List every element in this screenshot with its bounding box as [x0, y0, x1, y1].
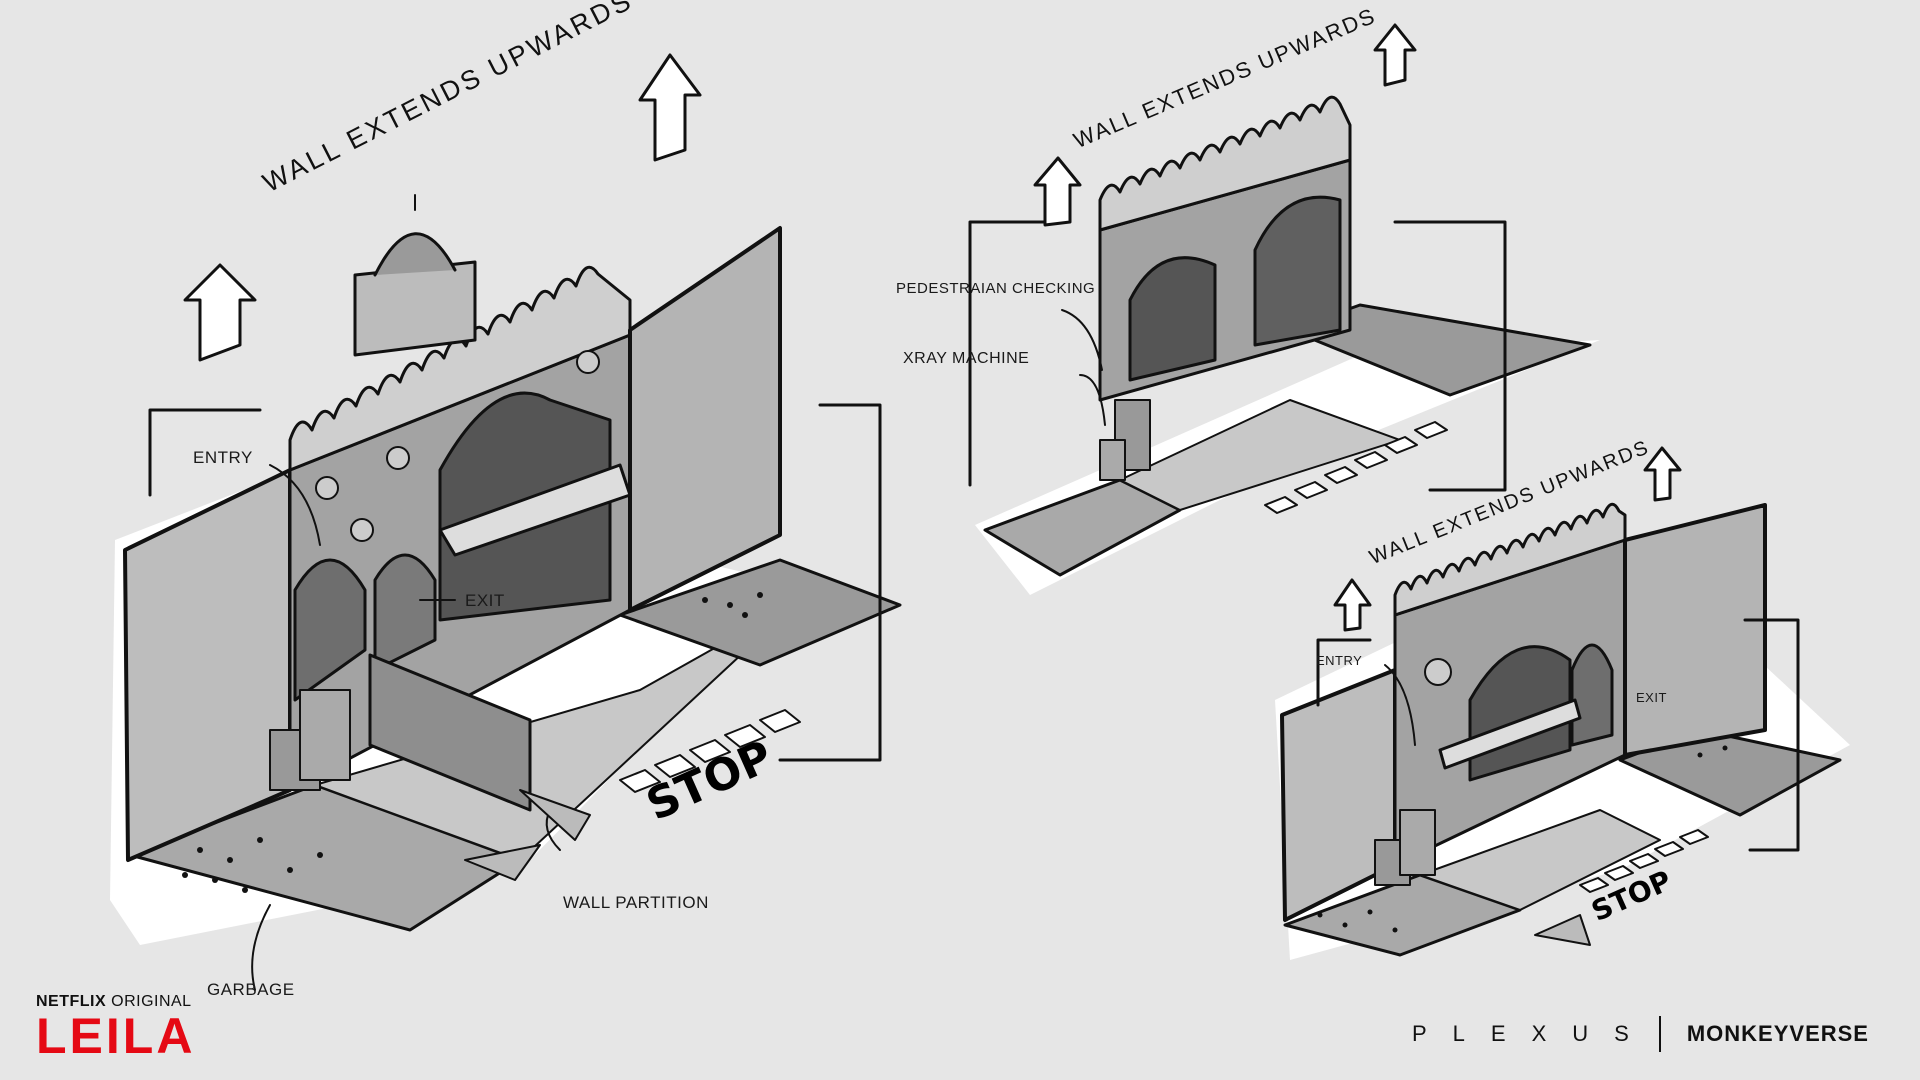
show-title-logo: LEILA: [36, 1008, 196, 1064]
entry-label-bottom-right: ENTRY: [1316, 653, 1363, 668]
network-name: NETFLIX: [36, 993, 107, 1010]
pedestrian-checking-label: PEDESTRAIAN CHECKING: [896, 280, 1096, 297]
studio-plexus: PLEXUS: [1412, 1021, 1655, 1046]
exit-label-left: EXIT: [465, 591, 505, 610]
scene-top-right: [968, 23, 1600, 595]
exit-label-bottom-right: EXIT: [1636, 690, 1667, 705]
network-suffix: ORIGINAL: [106, 993, 192, 1010]
scene-bottom-right: [1275, 446, 1850, 960]
studio-monkeyverse: MONKEYVERSE: [1686, 1021, 1869, 1046]
xray-machine-label: XRAY MACHINE: [903, 350, 1030, 367]
garbage-label: GARBAGE: [207, 980, 295, 999]
show-branding: NETFLIX ORIGINAL LEILA: [36, 993, 195, 1061]
scene-left: [110, 53, 902, 991]
studio-credits: PLEXUS MONKEYVERSE: [1412, 1016, 1869, 1052]
entry-label-left: ENTRY: [193, 448, 253, 467]
credit-divider: [1658, 1016, 1661, 1052]
netflix-original-tag: NETFLIX ORIGINAL: [36, 993, 195, 1011]
wall-partition-label: WALL PARTITION: [563, 893, 709, 912]
